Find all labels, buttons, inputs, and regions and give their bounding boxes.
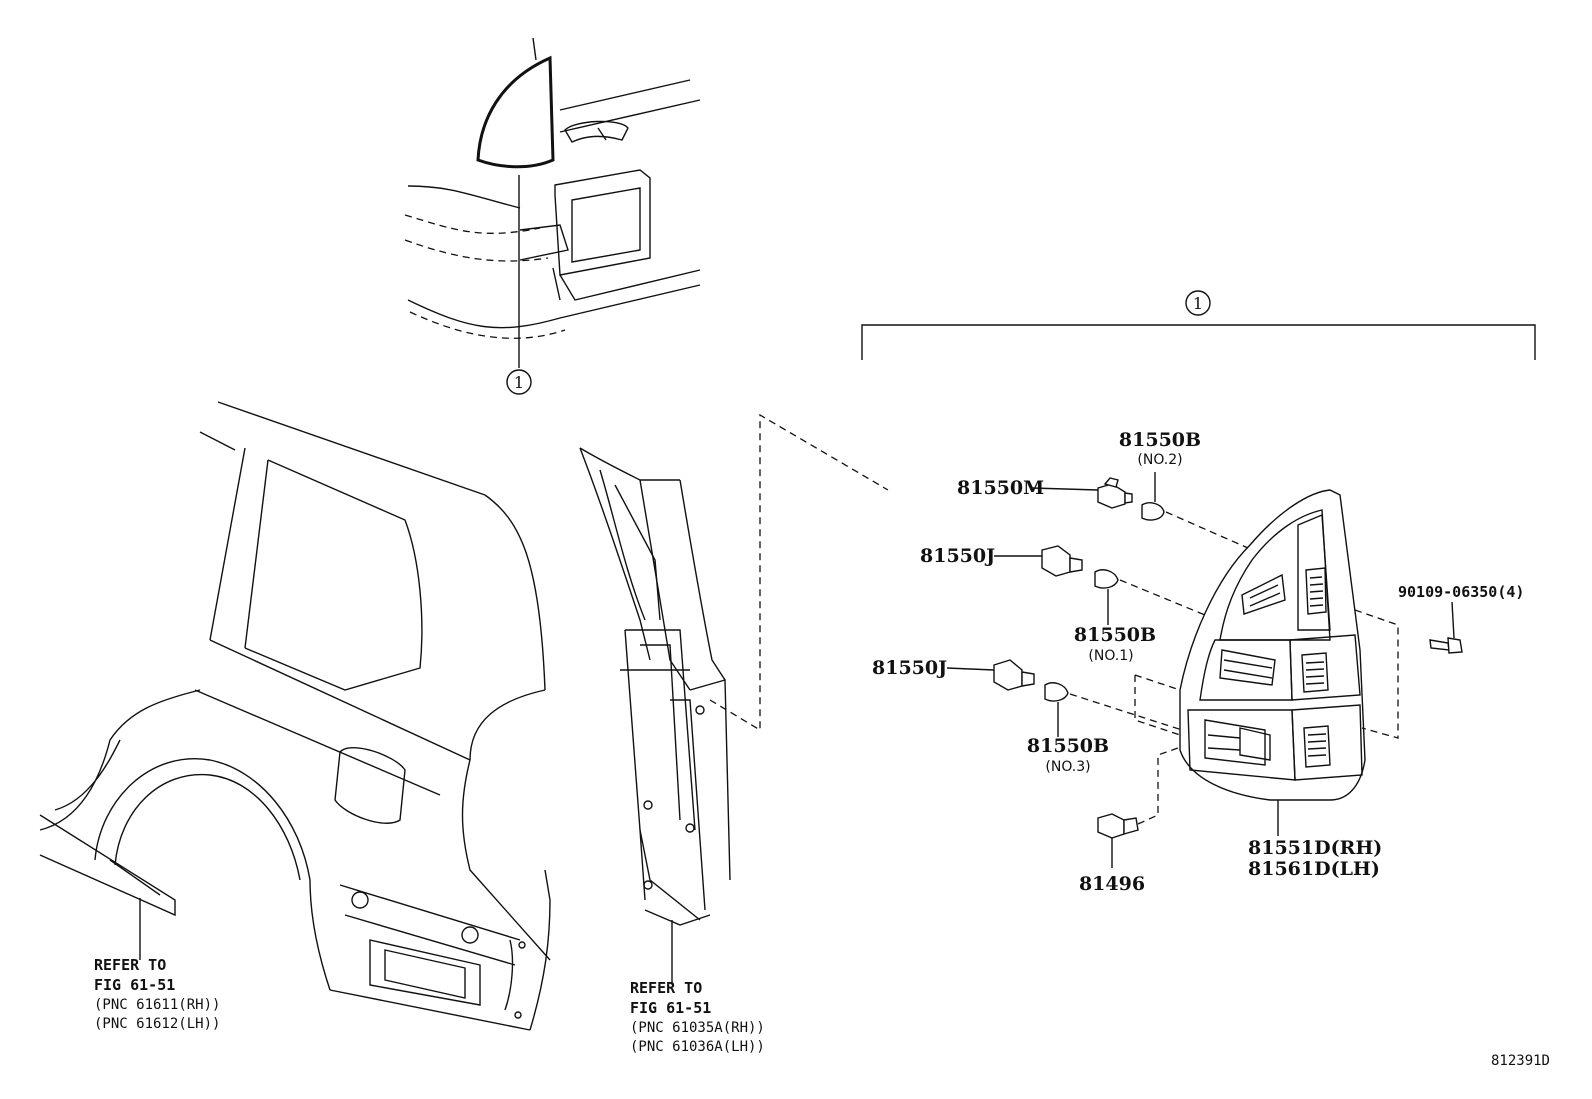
- label-81550B-no2: 81550B: [1119, 429, 1201, 451]
- clip-81496: [1097, 747, 1179, 868]
- quarter-window-highlight: [476, 55, 555, 169]
- dashed-leader-pillar: [709, 413, 889, 732]
- ref-left-line3: (PNC 61611(RH)): [94, 997, 220, 1013]
- ref-right-line1: REFER TO: [630, 979, 702, 997]
- ref-left-line4: (PNC 61612(LH)): [94, 1016, 220, 1032]
- assembly-bracket: 1: [861, 290, 1536, 360]
- label-81561D: 81561D(LH): [1248, 858, 1380, 880]
- callout-inset: 1: [506, 369, 532, 395]
- callout-inset-number: 1: [514, 373, 524, 392]
- label-81550B-no1-note: (NO.1): [1088, 648, 1133, 664]
- inner-pillar-illustration: [579, 447, 731, 985]
- diagram-code: 812391D: [1491, 1053, 1550, 1069]
- tail-lamp-illustration: [1179, 489, 1366, 801]
- ref-left-line1: REFER TO: [94, 956, 166, 974]
- bulb-81550B-no2: [1141, 472, 1249, 549]
- label-81550B-no3-note: (NO.3): [1045, 759, 1090, 775]
- label-81496: 81496: [1079, 873, 1145, 895]
- socket-81550J-b: [946, 659, 1035, 691]
- label-90109: 90109-06350(4): [1398, 583, 1524, 601]
- socket-81550J-a: [994, 545, 1083, 577]
- ref-left-line2: FIG 61-51: [94, 976, 175, 994]
- label-81550M: 81550M: [957, 477, 1044, 499]
- label-81550J-a: 81550J: [920, 545, 995, 567]
- socket-81550M: [1031, 477, 1133, 509]
- ref-right-line4: (PNC 61036A(LH)): [630, 1039, 765, 1055]
- label-81550J-b: 81550J: [872, 657, 947, 679]
- ref-right-line3: (PNC 61035A(RH)): [630, 1020, 765, 1036]
- label-81550B-no1: 81550B: [1074, 624, 1156, 646]
- quarter-panel-illustration: [39, 401, 551, 1031]
- bulb-81550B-no1: [1094, 569, 1399, 739]
- callout-bracket-number: 1: [1193, 294, 1203, 313]
- label-81550B-no3: 81550B: [1027, 735, 1109, 757]
- label-81551D: 81551D(RH): [1248, 837, 1382, 859]
- label-81550B-no2-note: (NO.2): [1137, 452, 1182, 468]
- vehicle-inset-illustration: [404, 37, 701, 368]
- screw-90109: [1429, 601, 1463, 654]
- ref-right-line2: FIG 61-51: [630, 999, 711, 1017]
- bulb-81550B-no3: [1044, 674, 1183, 737]
